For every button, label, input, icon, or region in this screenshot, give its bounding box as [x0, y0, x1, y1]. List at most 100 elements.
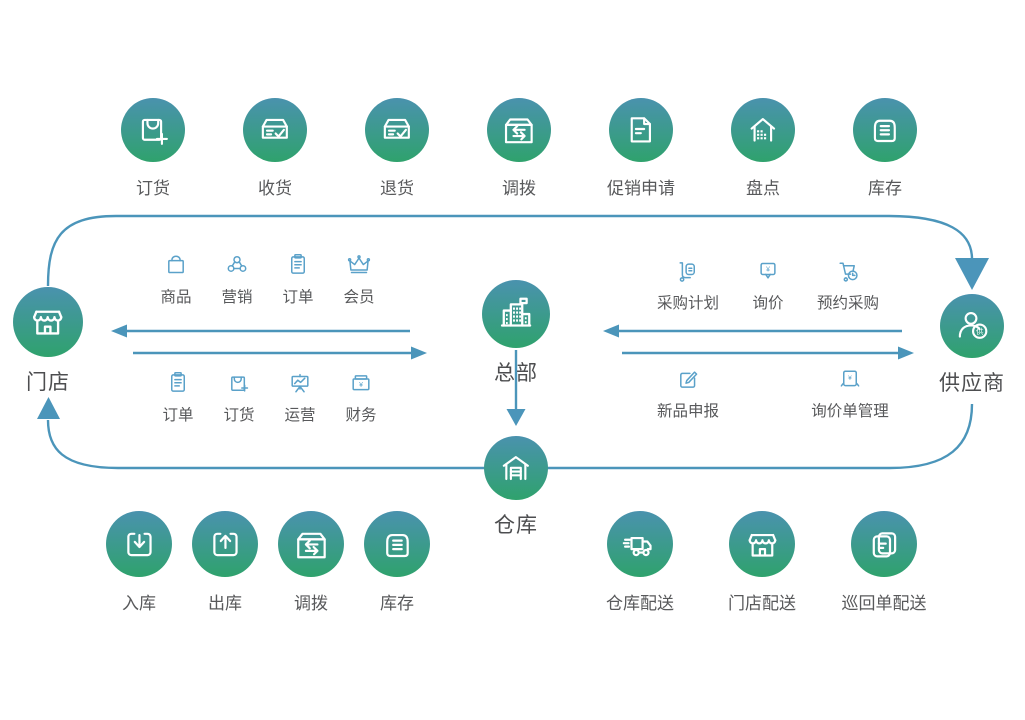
headquarters-entity: 总部 — [482, 280, 550, 387]
storefront-icon — [13, 287, 83, 357]
marketing-network-icon — [221, 250, 253, 280]
inbound-arrow-icon — [106, 511, 172, 577]
transfer-box-icon — [278, 511, 344, 577]
arrowhead-up-store — [37, 397, 60, 419]
outbound-arrow-icon — [192, 511, 258, 577]
docs-stack-node: 巡回单配送 — [834, 511, 934, 614]
node-label: 库存 — [380, 594, 414, 613]
warehouse-icon — [484, 436, 548, 500]
feature-label: 询价 — [752, 295, 784, 312]
feature-label: 商品 — [160, 289, 192, 306]
finance-cashbox-icon: ¥ — [345, 368, 377, 398]
arrowhead-down-supplier — [955, 258, 989, 290]
currency-glyph: ¥ — [766, 267, 770, 274]
marketing-network-feature: 营销 — [209, 250, 265, 307]
supplier-badge-text: 供 — [976, 326, 984, 336]
store-label: 门店 — [26, 371, 70, 394]
store-hq-top-features: 商品营销订单 会员 — [148, 250, 387, 307]
headquarters-label: 总部 — [494, 362, 538, 385]
feature-label: 询价单管理 — [811, 403, 889, 420]
feature-label: 会员 — [343, 289, 375, 306]
promo-doc-node: 促销申请 — [585, 98, 697, 199]
order-bag-plus-node: 订货 — [97, 98, 209, 199]
supplier-entity: 供 供应商 — [939, 294, 1005, 397]
purchase-plan-trolley-feature: 采购计划 — [650, 256, 726, 313]
delivery-truck-node: 仓库配送 — [590, 511, 690, 614]
top-process-row: 订货 收货 退货 调拨 促销申请 盘点 库存 — [97, 98, 941, 199]
feature-label: 预约采购 — [816, 295, 879, 312]
docs-stack-icon — [851, 511, 917, 577]
inquiry-bubble-icon: ¥ — [752, 256, 784, 286]
storefront-icon — [729, 511, 795, 577]
feature-label: 订货 — [223, 407, 255, 424]
inquiry-doc-feature: ¥ 询价单管理 — [805, 364, 895, 421]
arrowhead-right-hq — [411, 346, 427, 360]
inventory-box-icon — [853, 98, 917, 162]
node-label: 调拨 — [294, 594, 328, 613]
inventory-box-node: 库存 — [359, 511, 435, 614]
storefront-node: 门店配送 — [712, 511, 812, 614]
member-crown-icon — [343, 250, 375, 280]
promo-doc-icon — [609, 98, 673, 162]
operations-board-icon — [284, 368, 316, 398]
order-bag-plus-icon — [121, 98, 185, 162]
new-product-edit-feature: 新品申报 — [643, 364, 733, 421]
purchase-plan-trolley-icon — [672, 256, 704, 286]
return-box-node: 退货 — [341, 98, 453, 199]
warehouse-entity: 仓库 — [484, 436, 548, 539]
store-entity: 门店 — [13, 287, 83, 396]
arrowhead-down-warehouse — [506, 409, 526, 426]
operations-board-feature: 运营 — [272, 368, 328, 425]
arrowhead-right-supplier — [898, 346, 914, 360]
top-loop-line — [46, 214, 974, 287]
node-label: 仓库配送 — [606, 594, 674, 613]
hq-supplier-top-features: 采购计划 ¥ 询价 预约采购 — [650, 256, 886, 313]
feature-label: 新品申报 — [656, 403, 719, 420]
node-label: 调拨 — [502, 179, 536, 198]
node-label: 订货 — [136, 179, 170, 198]
receive-box-node: 收货 — [219, 98, 331, 199]
inquiry-bubble-feature: ¥ 询价 — [730, 256, 806, 313]
delivery-process-row: 仓库配送 门店配送巡回单配送 — [590, 511, 934, 614]
feature-label: 财务 — [345, 407, 377, 424]
arrowhead-left-store — [111, 324, 127, 338]
store-hq-bottom-features: 订单 订货 运营 ¥ 财务 — [150, 368, 389, 425]
transfer-box-node: 调拨 — [463, 98, 575, 199]
node-label: 巡回单配送 — [841, 594, 927, 613]
transfer-box-icon — [487, 98, 551, 162]
currency-glyph: ¥ — [848, 375, 852, 382]
goods-bag-icon — [160, 250, 192, 280]
return-box-icon — [365, 98, 429, 162]
node-label: 出库 — [208, 594, 242, 613]
order-clipboard-icon — [162, 368, 194, 398]
inquiry-doc-icon: ¥ — [834, 364, 866, 394]
bottom-loop-line — [46, 403, 974, 470]
reserve-cart-icon — [832, 256, 864, 286]
feature-label: 订单 — [282, 289, 314, 306]
node-label: 盘点 — [746, 179, 780, 198]
feature-label: 运营 — [284, 407, 316, 424]
feature-label: 订单 — [162, 407, 194, 424]
currency-glyph: ¥ — [359, 382, 363, 389]
stocktake-house-icon — [731, 98, 795, 162]
member-crown-feature: 会员 — [331, 250, 387, 307]
inventory-box-icon — [364, 511, 430, 577]
supplier-person-icon: 供 — [940, 294, 1004, 358]
delivery-truck-icon — [607, 511, 673, 577]
node-label: 退货 — [380, 179, 414, 198]
order-clipboard-icon — [282, 250, 314, 280]
supplier-label: 供应商 — [939, 372, 1005, 395]
order-clipboard-feature: 订单 — [270, 250, 326, 307]
node-label: 入库 — [122, 594, 156, 613]
reserve-cart-feature: 预约采购 — [810, 256, 886, 313]
new-product-edit-icon — [672, 364, 704, 394]
inventory-box-node: 库存 — [829, 98, 941, 199]
receive-box-icon — [243, 98, 307, 162]
goods-bag-feature: 商品 — [148, 250, 204, 307]
order-clipboard-feature: 订单 — [150, 368, 206, 425]
arrowhead-left-hq — [603, 324, 619, 338]
node-label: 收货 — [258, 179, 292, 198]
node-label: 促销申请 — [607, 179, 675, 198]
order-bag-small-icon — [223, 368, 255, 398]
